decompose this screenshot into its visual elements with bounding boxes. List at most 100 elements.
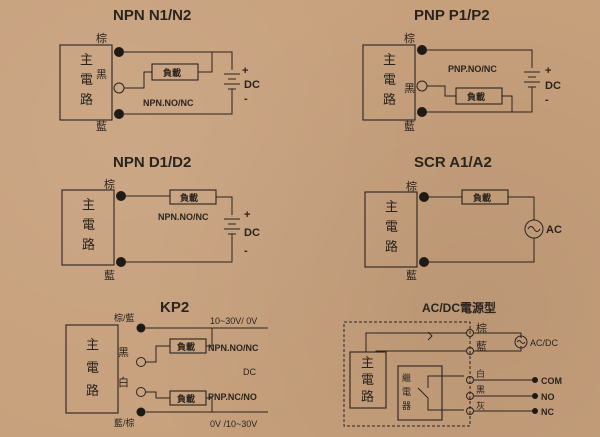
acdc-source — [514, 335, 528, 349]
npn-d-wire-b — [216, 196, 233, 215]
npn-d-plus: + — [244, 209, 250, 221]
acdc-relay-switch — [417, 375, 464, 411]
npn-n-black-terminal — [113, 82, 125, 94]
scr-brown-label: 棕 — [406, 179, 417, 193]
npn-d-blue-label: 藍 — [104, 269, 115, 282]
acdc-nc-label: NC — [541, 407, 554, 417]
acdc-com-dot — [532, 377, 538, 383]
npn-d-dc: DC — [244, 227, 260, 239]
acdc-nc-dot — [532, 408, 538, 414]
kp2-black-wire — [146, 345, 170, 363]
pnp-p-main-1: 主 — [383, 52, 396, 67]
acdc-no-dot — [532, 393, 538, 399]
npn-n-panel: NPN N1/N2 主 電 路 棕 黑 藍 負載 NPN.NO/NC + DC … — [59, 7, 260, 133]
pnp-p-blue-label: 藍 — [404, 120, 415, 133]
scr-ac-label: AC — [546, 224, 562, 236]
npn-d-brown-terminal — [116, 191, 126, 201]
kp2-output1: NPN.NO/NC — [208, 343, 259, 353]
npn-n-main-2: 電 — [80, 72, 93, 87]
kp2-bottom-terminal — [136, 407, 146, 417]
acdc-gray-label: 灰 — [476, 400, 485, 411]
pnp-p-blue-wire — [427, 96, 533, 113]
npn-n-title: NPN N1/N2 — [113, 7, 191, 24]
acdc-main-3: 路 — [361, 389, 374, 404]
npn-n-main-circuit — [59, 44, 113, 121]
pnp-p-load-label: 負載 — [467, 91, 485, 102]
npn-n-black-wire — [124, 71, 152, 89]
pnp-p-output-label: PNP.NO/NC — [448, 64, 497, 74]
npn-n-output-label: NPN.NO/NC — [143, 98, 194, 108]
acdc-relay — [397, 365, 443, 421]
kp2-load1-wire — [206, 328, 213, 347]
npn-d-output-label: NPN.NO/NC — [158, 212, 209, 222]
scr-title: SCR A1/A2 — [414, 154, 492, 171]
scr-blue-terminal — [419, 257, 429, 267]
acdc-fuse — [427, 331, 433, 341]
kp2-load2-wire — [206, 397, 213, 412]
pnp-p-main-3: 路 — [383, 92, 396, 107]
scr-main-1: 主 — [385, 199, 398, 214]
npn-n-minus: - — [244, 93, 248, 105]
npn-d-title: NPN D1/D2 — [113, 154, 191, 171]
acdc-main-circuit — [349, 351, 387, 409]
kp2-title: KP2 — [160, 299, 189, 316]
pnp-p-minus: - — [545, 94, 549, 106]
acdc-relay-2: 電 — [402, 387, 411, 397]
npn-d-main-1: 主 — [82, 197, 95, 212]
pnp-p-dc: DC — [545, 80, 561, 92]
npn-d-main-circuit — [61, 189, 115, 266]
kp2-voltage-top: 10~30V/ 0V — [210, 316, 257, 326]
npn-n-brown-wire — [124, 51, 233, 70]
npn-n-main-3: 路 — [80, 92, 93, 107]
scr-load-label: 負載 — [473, 192, 491, 203]
acdc-blue-inner — [375, 350, 466, 352]
pnp-p-title: PNP P1/P2 — [414, 7, 490, 24]
kp2-dc: DC — [243, 367, 256, 377]
npn-n-brown-terminal — [114, 47, 124, 57]
npn-d-minus: - — [244, 245, 248, 257]
npn-d-blue-wire — [126, 242, 233, 263]
npn-d-brown-label: 棕 — [104, 177, 115, 191]
kp2-output2: PNP.NC/NO — [208, 392, 257, 402]
acdc-relay-1: 繼 — [402, 372, 411, 383]
npn-n-plus: + — [242, 65, 248, 77]
pnp-p-load-wire — [502, 95, 513, 112]
kp2-bottom-label: 藍/棕 — [114, 417, 135, 428]
scr-blue-label: 藍 — [406, 269, 417, 282]
acdc-black-terminal — [466, 392, 474, 400]
acdc-gray-terminal — [466, 407, 474, 415]
kp2-panel: KP2 主 電 路 棕/藍 黑 白 藍/棕 10~30V/ 0V 負載 NPN.… — [65, 299, 268, 429]
npn-n-load-wire — [198, 52, 213, 73]
kp2-white-wire — [146, 391, 170, 399]
kp2-top-terminal — [136, 323, 146, 333]
scr-brown-terminal — [419, 192, 429, 202]
acdc-white-terminal — [466, 376, 474, 384]
acdc-main-2: 電 — [361, 372, 374, 387]
kp2-white-label: 白 — [118, 375, 129, 389]
kp2-main-1: 主 — [86, 337, 99, 352]
kp2-top-label: 棕/藍 — [114, 312, 135, 323]
scr-blue-wire — [429, 238, 535, 263]
npn-d-blue-terminal — [116, 257, 126, 267]
acdc-brown-label: 棕 — [476, 321, 487, 335]
kp2-white-terminal — [136, 387, 146, 397]
npn-n-blue-terminal — [114, 109, 124, 119]
kp2-black-label: 黑 — [118, 346, 129, 359]
acdc-blue-label: 藍 — [476, 340, 487, 353]
pnp-p-brown-wire — [427, 49, 533, 68]
acdc-source-label: AC/DC — [530, 338, 559, 348]
acdc-source-wave — [516, 340, 526, 344]
pnp-p-brown-label: 棕 — [404, 31, 415, 45]
pnp-p-black-wire — [427, 85, 456, 97]
npn-n-main-1: 主 — [80, 52, 93, 67]
npn-d-main-3: 路 — [82, 237, 95, 252]
kp2-load2-label: 負載 — [177, 393, 195, 404]
acdc-brown-terminal — [466, 329, 474, 337]
kp2-black-terminal — [136, 357, 146, 367]
scr-panel: SCR A1/A2 主 電 路 棕 藍 負載 AC — [364, 154, 562, 282]
npn-n-brown-label: 棕 — [96, 31, 107, 45]
acdc-relay-3: 器 — [402, 401, 411, 411]
acdc-housing — [343, 321, 471, 427]
acdc-blue-terminal — [466, 347, 474, 355]
